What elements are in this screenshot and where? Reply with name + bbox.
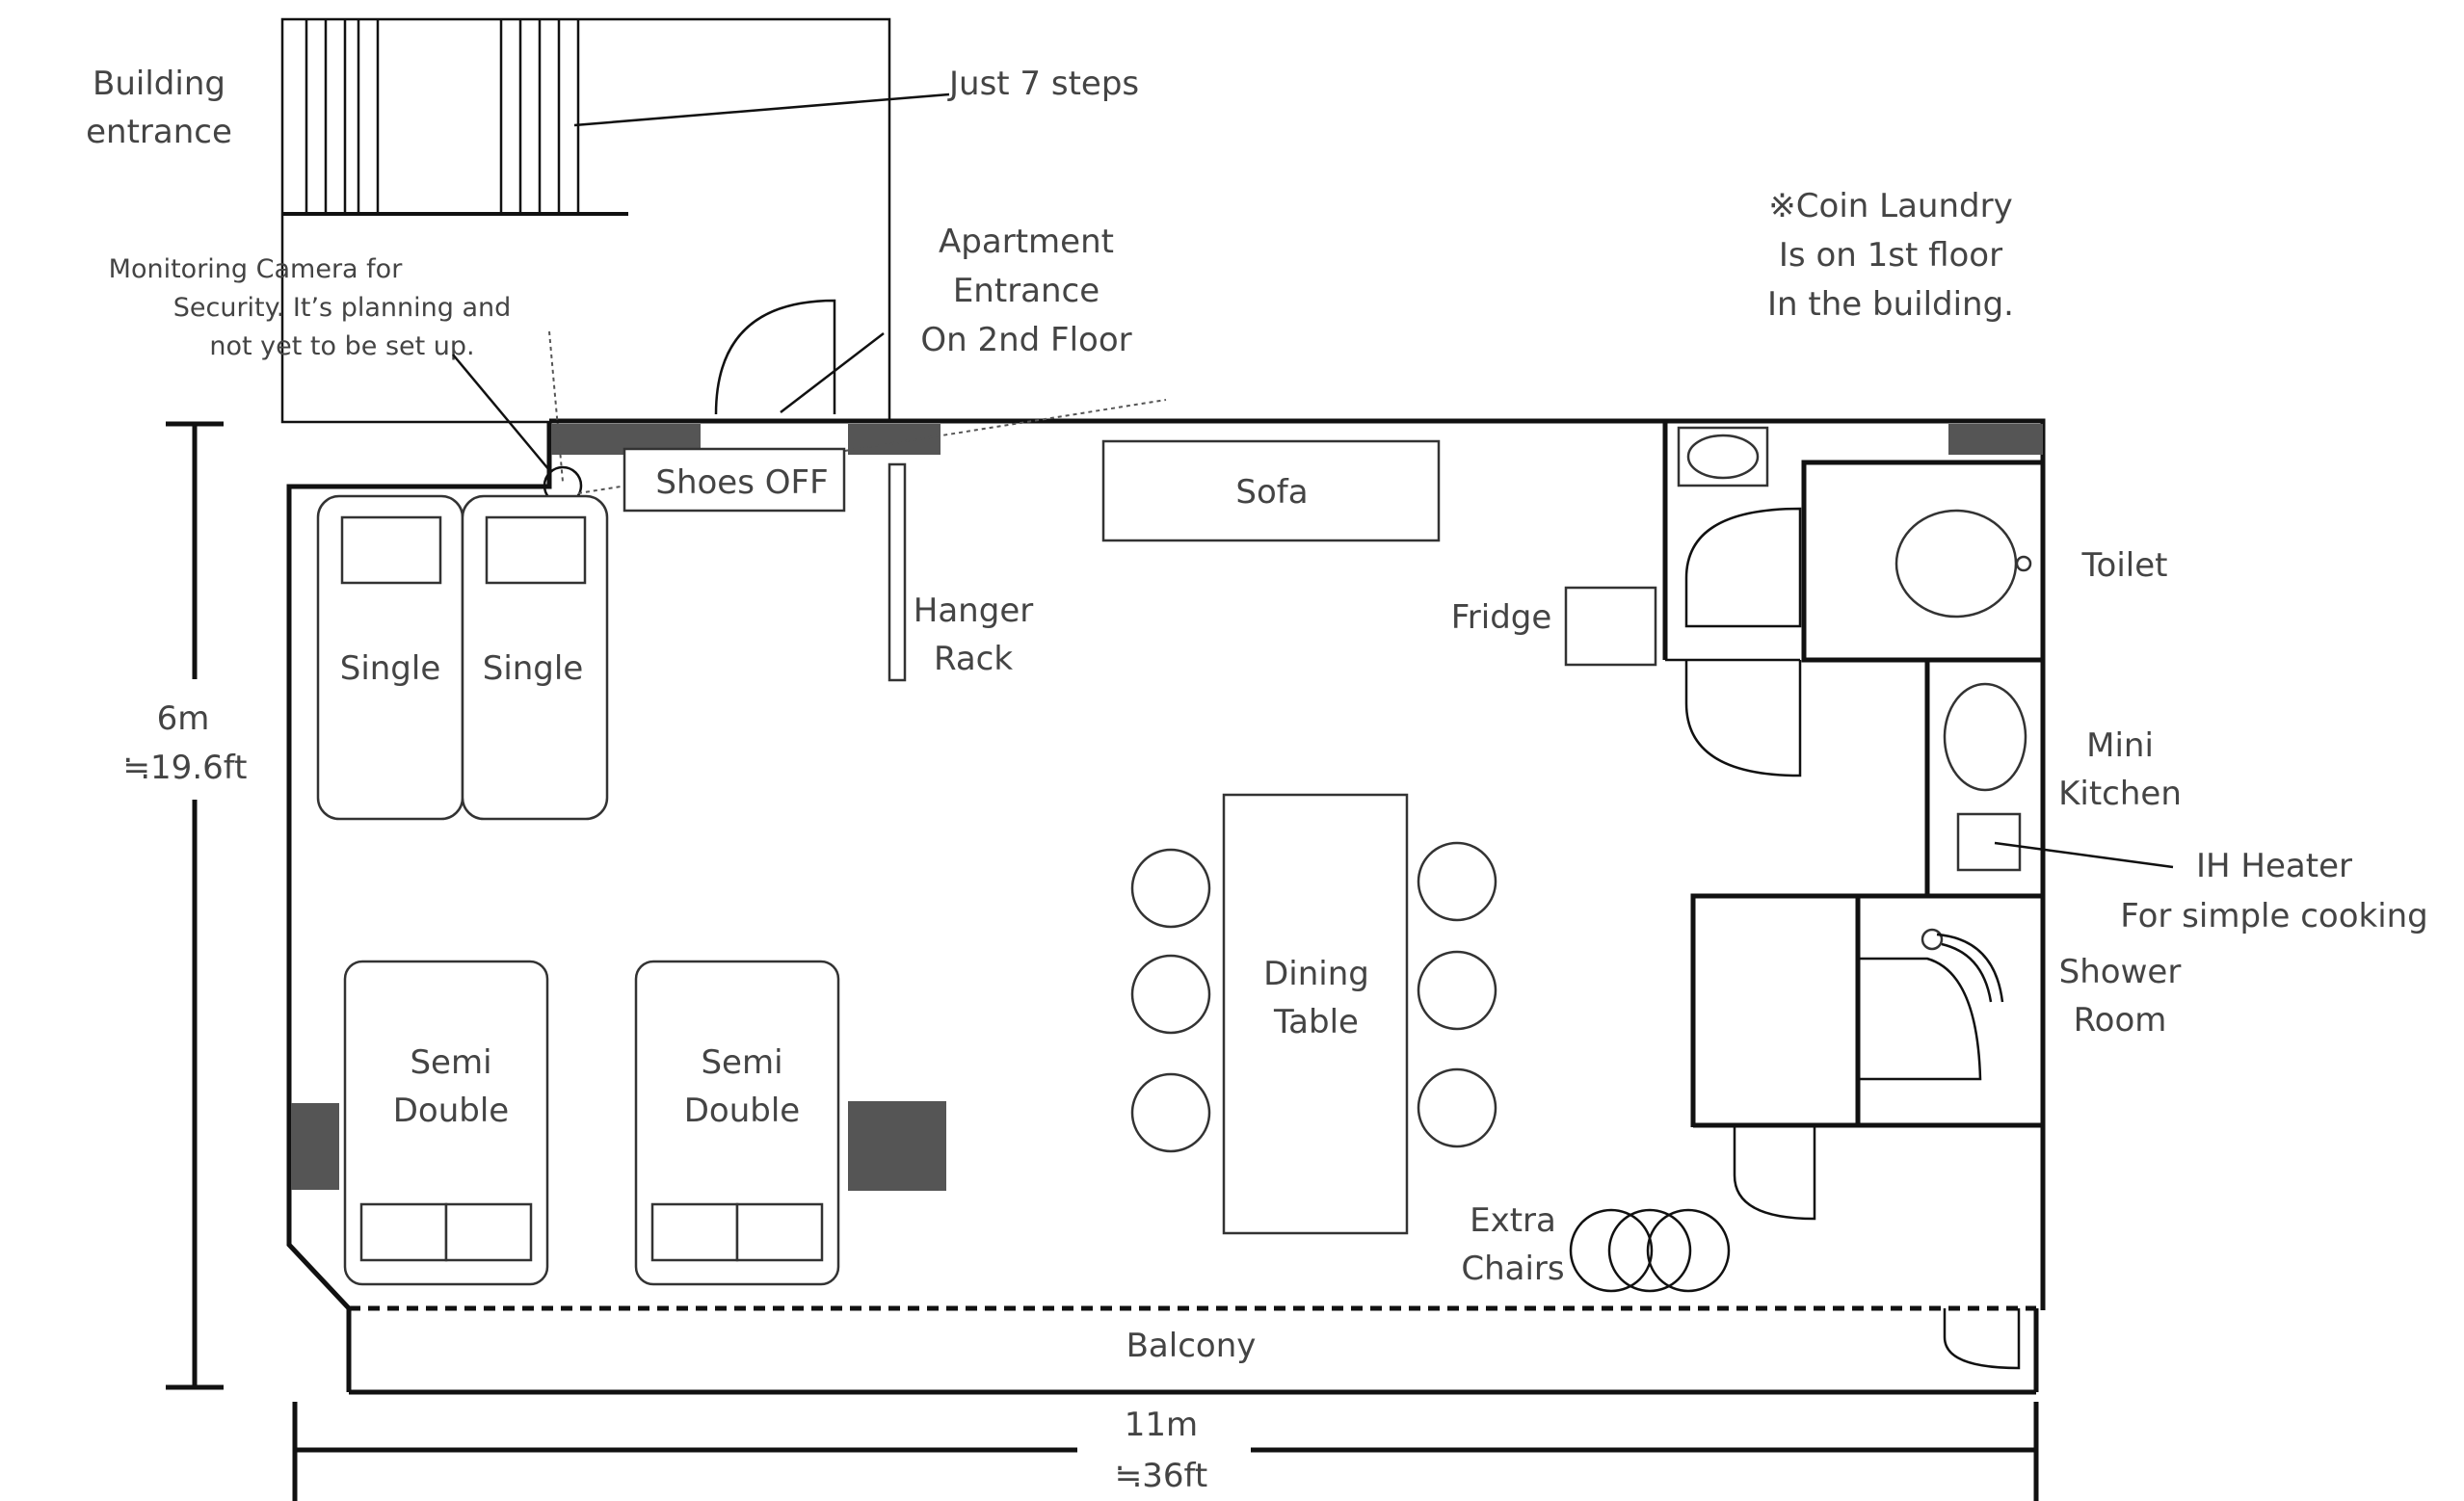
fridge [1564, 586, 1657, 667]
semi-double-label-2a: Semi [701, 1043, 782, 1082]
apartment-entrance-label-1: Apartment [939, 223, 1114, 261]
dining-chair [1130, 954, 1211, 1035]
camera-label-2: Security. It’s planning and [173, 293, 512, 323]
dining-table-label-1: Dining [1263, 955, 1369, 993]
single-bed-label-2: Single [483, 649, 584, 688]
apartment-walls [286, 418, 2046, 1395]
dining-table-label-2: Table [1273, 1003, 1359, 1041]
coin-laundry-note-1: ※Coin Laundry [1768, 187, 2012, 225]
hanger-rack-label-2: Rack [934, 640, 1013, 678]
balcony-label: Balcony [1126, 1327, 1257, 1365]
width-label-ft: ≒36ft [1115, 1457, 1208, 1495]
height-label-m: 6m [157, 699, 210, 738]
semi-double-label-2b: Double [684, 1092, 800, 1130]
camera-label-3: not yet to be set up. [209, 331, 474, 361]
semi-double-label-1b: Double [393, 1092, 509, 1130]
wash-basin [1686, 434, 1760, 480]
ih-heater-label-1: IH Heater [2196, 847, 2352, 885]
single-bed-label-1: Single [340, 649, 441, 688]
dining-chair [1417, 1067, 1497, 1148]
shoes-off-area [623, 447, 846, 513]
shower-icon [1860, 957, 1982, 1081]
dining-chair [1130, 1072, 1211, 1153]
shower-room-label-1: Shower [2059, 953, 2182, 991]
shower-room-label-2: Room [2074, 1001, 2167, 1040]
shoes-off-label: Shoes OFF [655, 463, 828, 502]
steps-label: Just 7 steps [947, 65, 1139, 103]
single-bed-1 [316, 494, 464, 821]
window-left [291, 1103, 339, 1190]
dining-chair [1417, 950, 1497, 1031]
window-top-right [1948, 424, 2043, 455]
sofa [1101, 439, 1441, 542]
window-top-mid [848, 424, 941, 455]
apartment-entrance-label-2: Entrance [953, 272, 1100, 310]
stairs [282, 19, 628, 216]
single-bed-2 [461, 494, 609, 821]
fridge-label: Fridge [1451, 598, 1552, 637]
height-dimension [166, 421, 224, 1390]
hanger-rack-label-1: Hanger [914, 592, 1033, 630]
wet-area [1662, 421, 2174, 1221]
toilet-icon [1894, 509, 2018, 619]
dining-table [1222, 793, 1409, 1235]
coin-laundry-note-2: Is on 1st floor [1779, 236, 2002, 275]
window-mid-bottom [848, 1101, 946, 1191]
sofa-label: Sofa [1235, 473, 1308, 512]
entrance-door [714, 299, 836, 415]
semi-double-label-1a: Semi [410, 1043, 491, 1082]
coin-laundry-note-3: In the building. [1767, 285, 2014, 324]
camera-label-1: Monitoring Camera for [109, 254, 404, 284]
building-entrance-label-1: Building [93, 65, 225, 103]
extra-chairs [1569, 1208, 1731, 1293]
mini-kitchen-label-2: Kitchen [2058, 775, 2182, 813]
apartment-entrance-label-3: On 2nd Floor [920, 321, 1131, 359]
ih-heater [1956, 812, 2022, 872]
extra-chairs-label-2: Chairs [1461, 1250, 1564, 1288]
kitchen-sink [1943, 682, 2027, 792]
extra-chairs-label-1: Extra [1470, 1201, 1556, 1240]
mini-kitchen-label-1: Mini [2086, 726, 2154, 765]
toilet-label: Toilet [2081, 546, 2168, 585]
height-label-ft: ≒19.6ft [123, 749, 248, 787]
building-entrance-label-2: entrance [86, 113, 232, 151]
dining-chair [1130, 848, 1211, 929]
width-dimension [292, 1402, 2039, 1501]
hanger-rack [888, 462, 907, 682]
building-entrance-area [280, 17, 950, 424]
semi-double-bed-2 [634, 960, 840, 1286]
toilet-room [1801, 460, 2046, 663]
dining-chair [1417, 841, 1497, 922]
semi-double-bed-1 [343, 960, 549, 1286]
ih-heater-label-2: For simple cooking [2120, 897, 2428, 935]
width-label-m: 11m [1125, 1406, 1198, 1444]
